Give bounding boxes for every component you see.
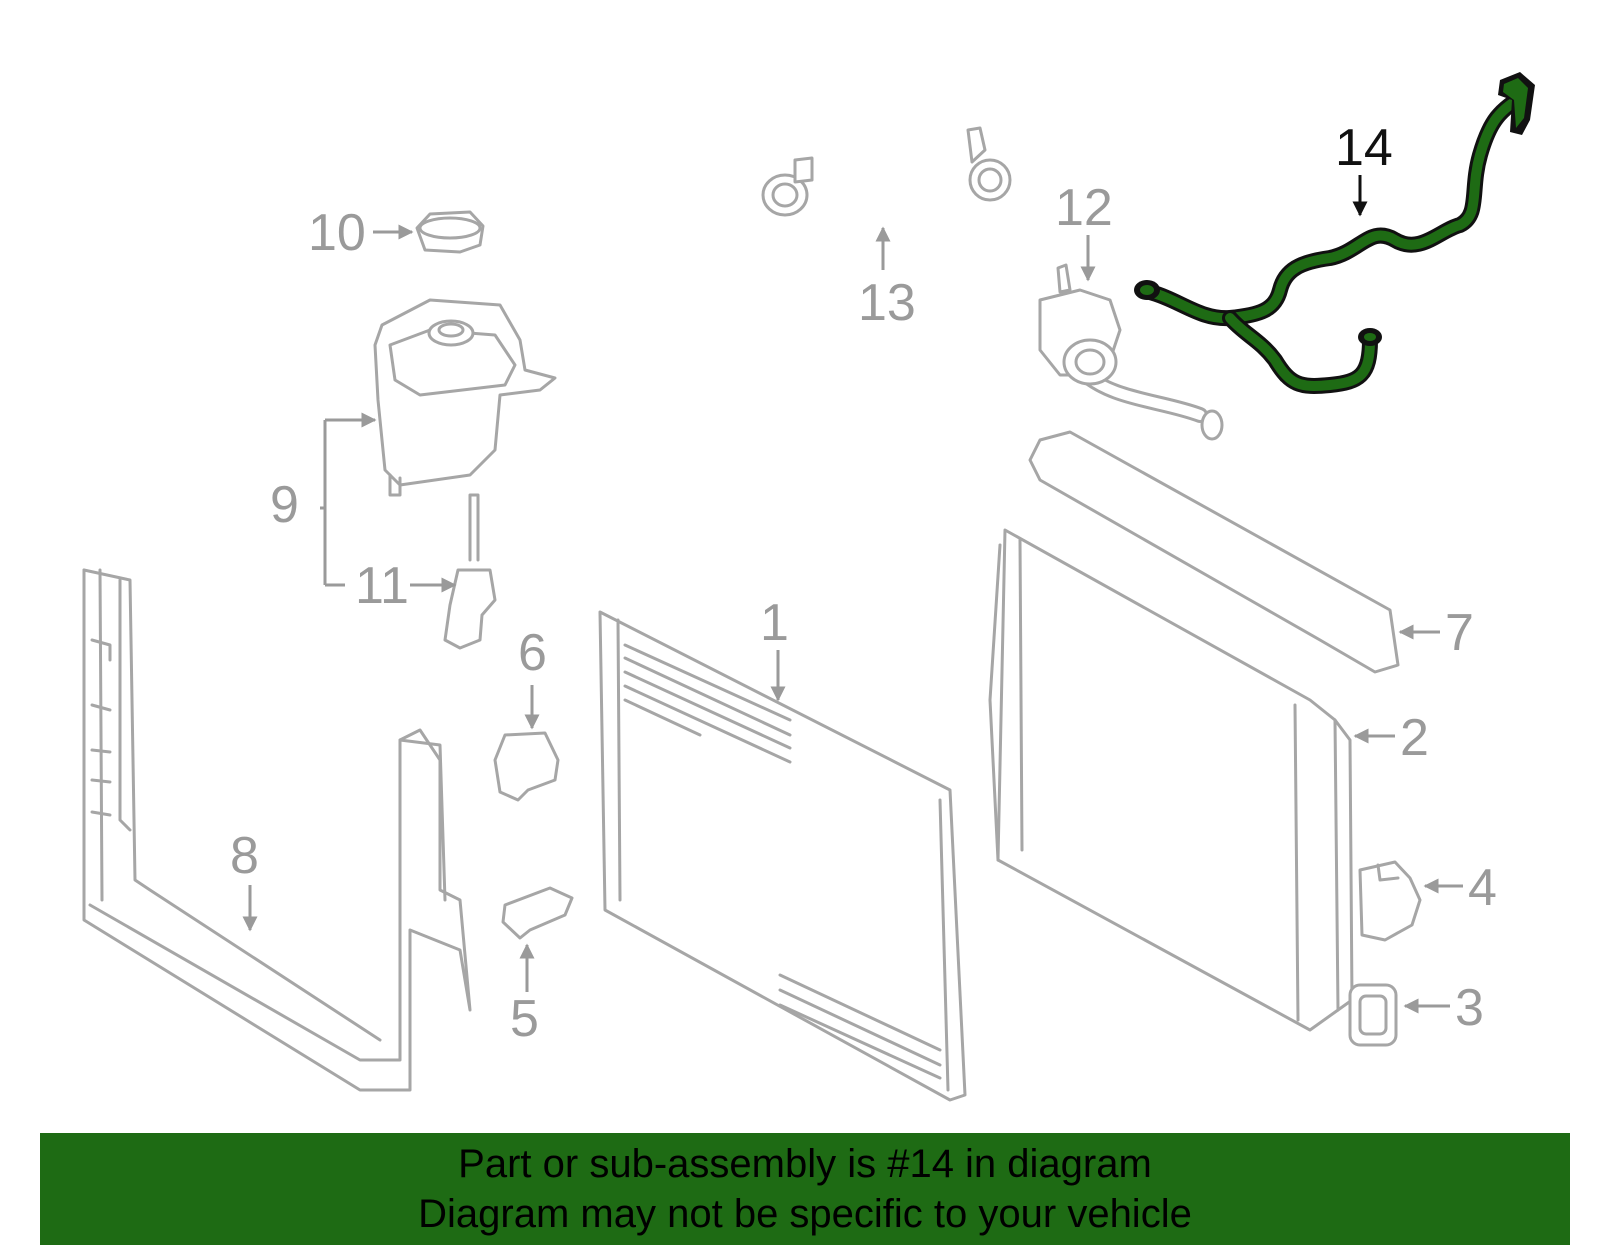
part-13-upper-hose bbox=[761, 126, 1012, 223]
part-2-condenser bbox=[988, 528, 1354, 1032]
callout-14: 14 bbox=[1335, 119, 1393, 217]
part-7-upper-bracket bbox=[1028, 430, 1400, 674]
callout-4-label: 4 bbox=[1468, 859, 1497, 917]
callout-12: 12 bbox=[1055, 179, 1113, 282]
callout-1: 1 bbox=[760, 594, 789, 702]
callout-14-label: 14 bbox=[1335, 119, 1393, 177]
callout-11: 11 bbox=[355, 557, 457, 615]
callout-5-label: 5 bbox=[510, 990, 539, 1048]
callout-9-label: 9 bbox=[270, 476, 299, 534]
part-14-coolant-hose bbox=[1134, 72, 1535, 394]
part-10-cap bbox=[415, 210, 485, 254]
callout-13-label: 13 bbox=[858, 274, 916, 332]
callout-6: 6 bbox=[518, 624, 547, 730]
callout-4: 4 bbox=[1423, 859, 1497, 917]
callout-10-label: 10 bbox=[308, 204, 366, 262]
part-5-pad bbox=[501, 886, 574, 940]
callout-8-label: 8 bbox=[230, 827, 259, 885]
part-12-thermostat-hose bbox=[1038, 263, 1224, 441]
banner-line-1: Part or sub-assembly is #14 in diagram bbox=[458, 1142, 1152, 1186]
callout-7: 7 bbox=[1398, 604, 1474, 662]
banner-line-2: Diagram may not be specific to your vehi… bbox=[418, 1192, 1192, 1236]
callout-1-label: 1 bbox=[760, 594, 789, 652]
callout-8: 8 bbox=[230, 827, 259, 932]
callout-2: 2 bbox=[1353, 709, 1429, 767]
callout-3-label: 3 bbox=[1455, 979, 1484, 1037]
callout-11-label: 11 bbox=[355, 557, 409, 615]
callout-10: 10 bbox=[308, 204, 414, 262]
callout-12-label: 12 bbox=[1055, 179, 1113, 237]
callout-6-label: 6 bbox=[518, 624, 547, 682]
part-8-radiator-support bbox=[82, 568, 472, 1092]
part-1-radiator bbox=[598, 610, 967, 1102]
part-6-bracket bbox=[493, 731, 560, 802]
part-3-grommet bbox=[1348, 983, 1398, 1047]
callout-3: 3 bbox=[1403, 979, 1484, 1037]
callout-13: 13 bbox=[858, 226, 916, 332]
info-banner: Part or sub-assembly is #14 in diagram D… bbox=[40, 1133, 1570, 1245]
part-4-clip bbox=[1358, 860, 1422, 942]
part-9-expansion-tank bbox=[373, 298, 557, 497]
part-11-level-sensor bbox=[443, 493, 497, 650]
callout-7-label: 7 bbox=[1445, 604, 1474, 662]
callout-2-label: 2 bbox=[1400, 709, 1429, 767]
callout-5: 5 bbox=[510, 943, 539, 1048]
callout-9: 9 bbox=[270, 412, 377, 587]
